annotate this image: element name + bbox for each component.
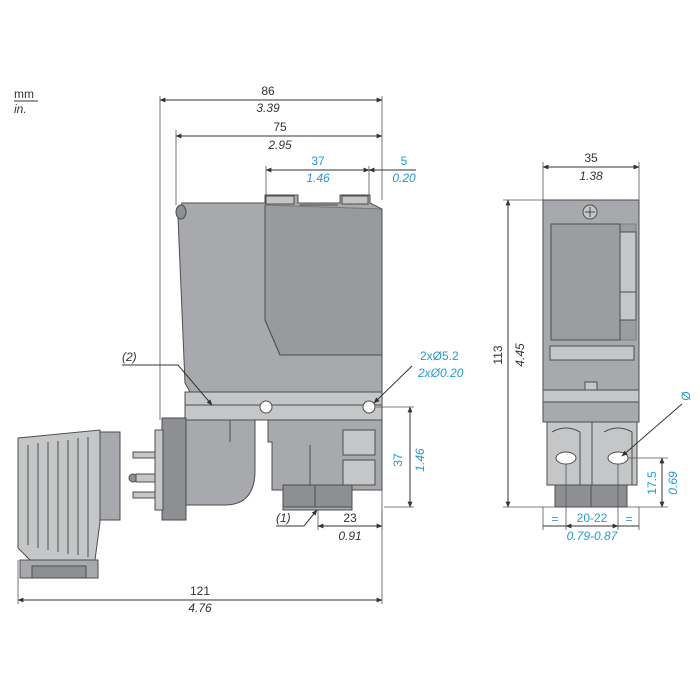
dim-20-22-mm: 20-22 [577,511,608,525]
dim-port-height: 17.5 0.69 [627,457,680,508]
dim-base-width: 23 0.91 [317,490,383,543]
dim-port-spacing: = = 20-22 0.79-0.87 [542,464,640,543]
callout-2: (2) [122,350,213,406]
dim-overall-width: 86 3.39 [159,84,383,420]
dim-5-in: 0.20 [392,171,416,185]
front-view-body [542,199,640,508]
dim-23-mm: 23 [343,511,357,525]
dim-body-width: 75 2.95 [175,120,383,205]
unit-inch: in. [14,102,27,116]
port-diameter-callout: Ø [621,391,693,457]
dim-35-in: 1.38 [579,169,603,183]
dim-113-mm: 113 [491,345,505,364]
holes-in: 2xØ0.20 [417,366,464,380]
dim-113-in: 4.45 [513,343,527,367]
units-legend: mm in. [14,87,38,116]
dim-front-height: 113 4.45 [491,199,555,508]
dim-17-5-mm: 17.5 [645,471,659,495]
callout-1-label: (1) [276,511,291,525]
dim-35-mm: 35 [584,151,598,165]
dim-75-mm: 75 [273,120,287,134]
dim-75-in: 2.95 [267,138,292,152]
dim-hole-spacing: 37 1.46 5 0.20 [265,154,416,195]
equal-mark-right: = [625,512,632,526]
dim-23-in: 0.91 [338,529,361,543]
unit-mm: mm [14,87,34,101]
dim-base-height-in: 1.46 [413,448,427,472]
side-view-body [128,194,383,521]
dim-base-height: 37 1.46 [376,406,427,508]
dim-121-mm: 121 [190,584,210,598]
dim-front-width: 35 1.38 [542,151,640,200]
dim-86-mm: 86 [261,84,275,98]
dim-5-mm: 5 [401,154,408,168]
holes-mm: 2xØ5.2 [420,349,459,363]
dim-37-mm: 37 [311,154,325,168]
holes-callout: 2xØ5.2 2xØ0.20 [373,349,464,404]
dim-base-height-mm: 37 [391,453,405,467]
dim-17-5-in: 0.69 [666,471,680,495]
din-connector [17,429,121,579]
dim-total-length: 121 4.76 [17,510,383,615]
dim-20-22-in: 0.79-0.87 [567,529,619,543]
dim-86-in: 3.39 [256,101,280,115]
dim-37-in: 1.46 [306,171,330,185]
equal-mark-left: = [551,512,558,526]
diameter-mark: Ø [679,391,693,400]
callout-2-label: (2) [122,350,137,364]
callout-1: (1) [276,509,318,527]
dim-121-in: 4.76 [188,601,212,615]
